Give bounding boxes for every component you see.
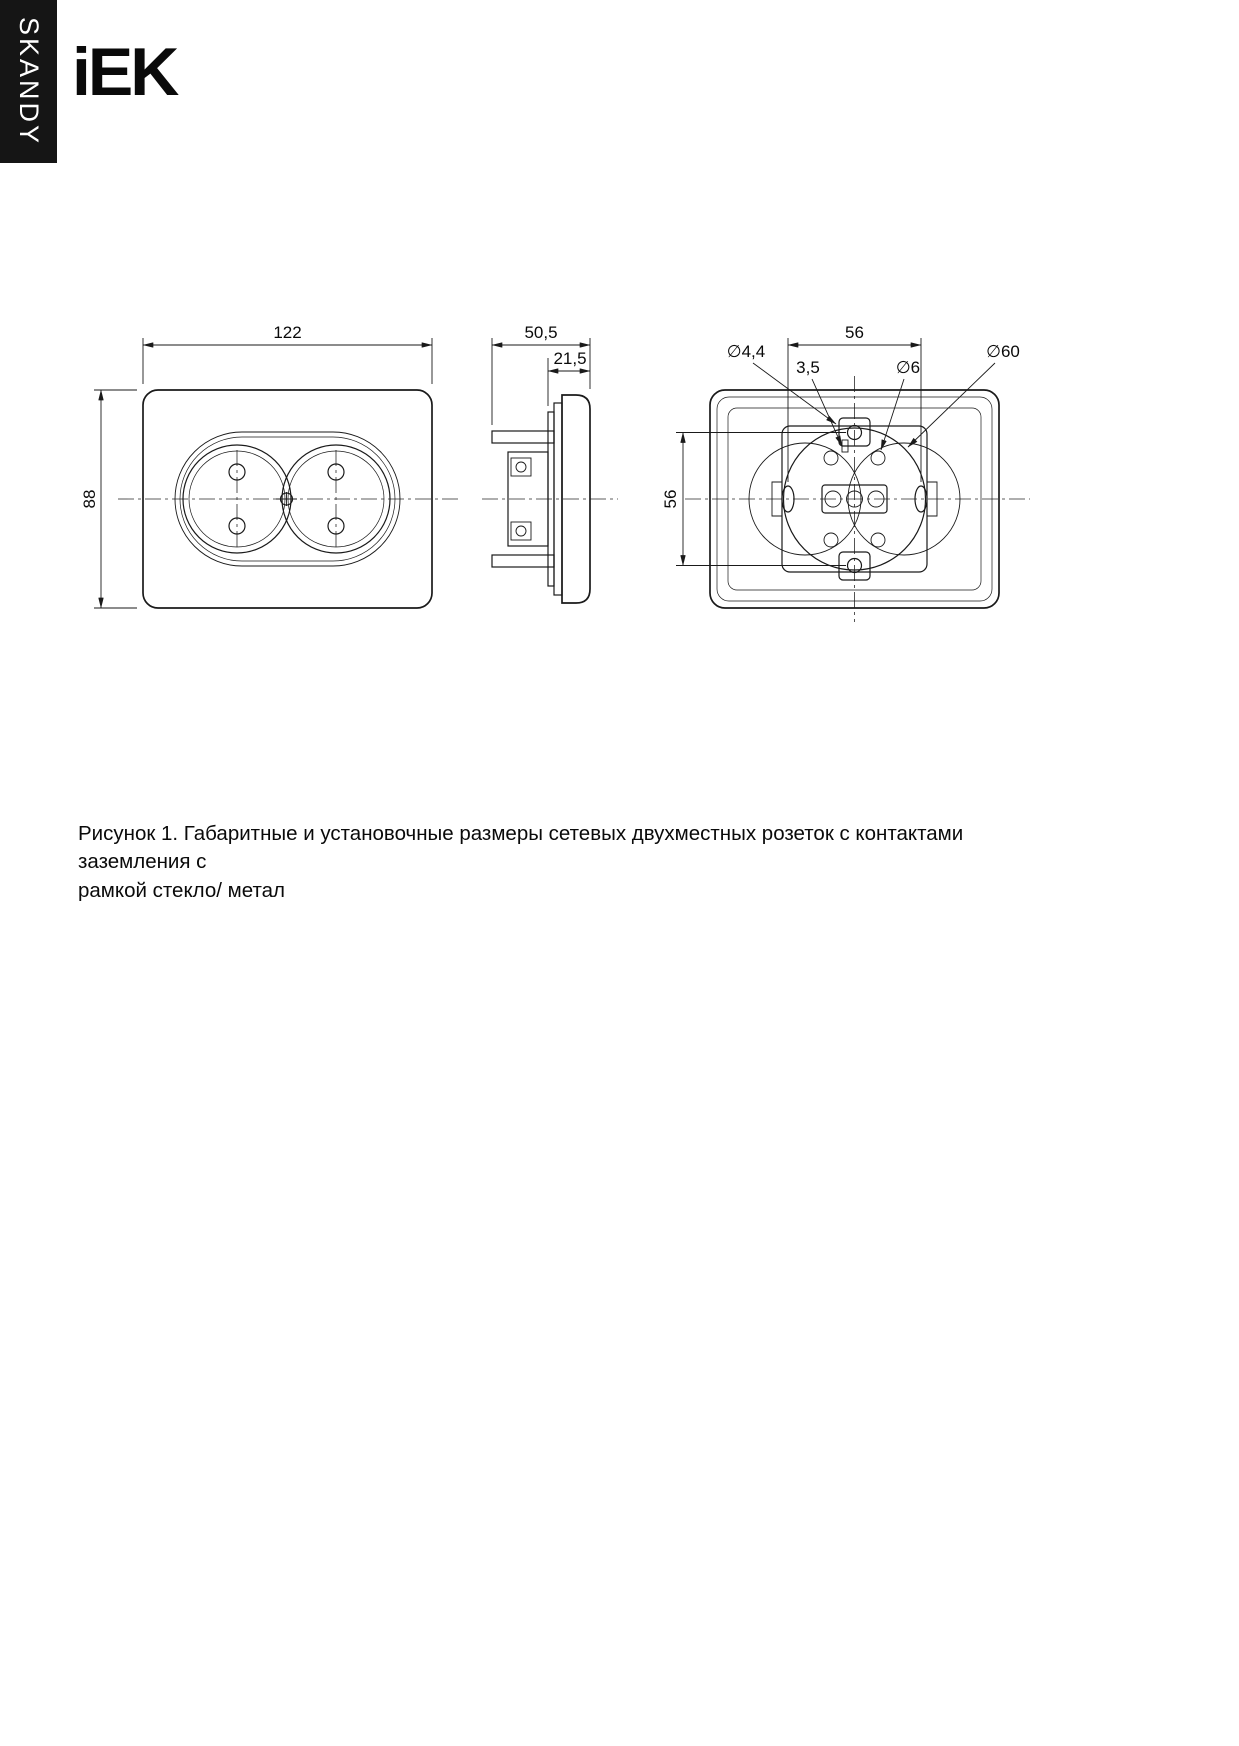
back-plate-inner (716, 396, 993, 602)
label-screw-hole-diameter: ∅6 (896, 358, 920, 377)
series-label: SKANDY (14, 16, 44, 147)
figure-drawings: 122 88 50,5 (80, 323, 1030, 622)
socket-well-right (847, 442, 961, 556)
dim-side-front-depth: 21,5 (553, 349, 586, 368)
claw-bracket-top (838, 417, 871, 447)
label-mechanism-diameter: ∅60 (986, 342, 1020, 361)
label-slot-width: 3,5 (796, 358, 820, 377)
terminal-screw (824, 490, 842, 508)
terminal-block-bottom (510, 521, 532, 541)
terminal-screw (515, 525, 527, 537)
pin-hole (228, 517, 246, 535)
claw-left (771, 481, 782, 517)
leader-line (907, 362, 996, 448)
dim-back-horizontal-spacing: 56 (845, 323, 864, 342)
fixing-hole (823, 532, 839, 548)
claw-right (927, 481, 938, 517)
figure-caption: Рисунок 1. Габаритные и установочные раз… (78, 820, 1058, 905)
leader-line (811, 378, 843, 447)
dim-side-depth: 50,5 (524, 323, 557, 342)
socket-recess-outline (174, 431, 401, 567)
label-claw-hole-diameter: ∅4,4 (727, 342, 765, 361)
cover-profile (561, 394, 591, 604)
front-view-drawing: 122 88 (80, 323, 460, 609)
fixing-hole (823, 450, 839, 466)
side-view-drawing: 50,5 21,5 (482, 323, 618, 604)
series-tab: SKANDY (0, 0, 57, 163)
socket-recess-inner (179, 436, 396, 562)
socket-well-left (748, 442, 862, 556)
mounting-claw-bottom (491, 554, 555, 568)
dim-back-vertical-spacing: 56 (661, 490, 680, 509)
dim-front-width: 122 (273, 323, 301, 342)
terminal-block-top (510, 457, 532, 477)
leader-line (880, 378, 905, 451)
fixing-hole (870, 450, 886, 466)
frame-slot-left (781, 485, 795, 513)
mounting-claw-top (491, 430, 555, 444)
terminal-block (821, 484, 888, 514)
pin-hole (228, 463, 246, 481)
caption-line1: Рисунок 1. Габаритные и установочные раз… (78, 822, 964, 874)
leader-line (752, 362, 837, 425)
terminal-screw (867, 490, 885, 508)
terminal-screw (515, 461, 527, 473)
frame-slot-right (914, 485, 928, 513)
terminal-screw (846, 490, 863, 508)
front-plate-outline (142, 389, 433, 609)
pin-hole (327, 517, 345, 535)
claw-screw-bottom (846, 557, 863, 574)
mechanism-circle-d60 (782, 427, 927, 571)
pin-hole (327, 463, 345, 481)
dim-front-height: 88 (80, 490, 99, 509)
caption-line2: рамкой стекло/ метал (78, 878, 285, 902)
back-plate-outline (709, 389, 1000, 609)
iek-logo: iEK (72, 34, 179, 110)
fixing-hole (870, 532, 886, 548)
back-cover-contour (727, 407, 982, 591)
back-view-drawing: 56 56 ∅4,4 3,5 ∅6 ∅60 (661, 323, 1030, 622)
claw-bracket-bottom (838, 551, 871, 581)
claw-screw-top (846, 424, 863, 441)
